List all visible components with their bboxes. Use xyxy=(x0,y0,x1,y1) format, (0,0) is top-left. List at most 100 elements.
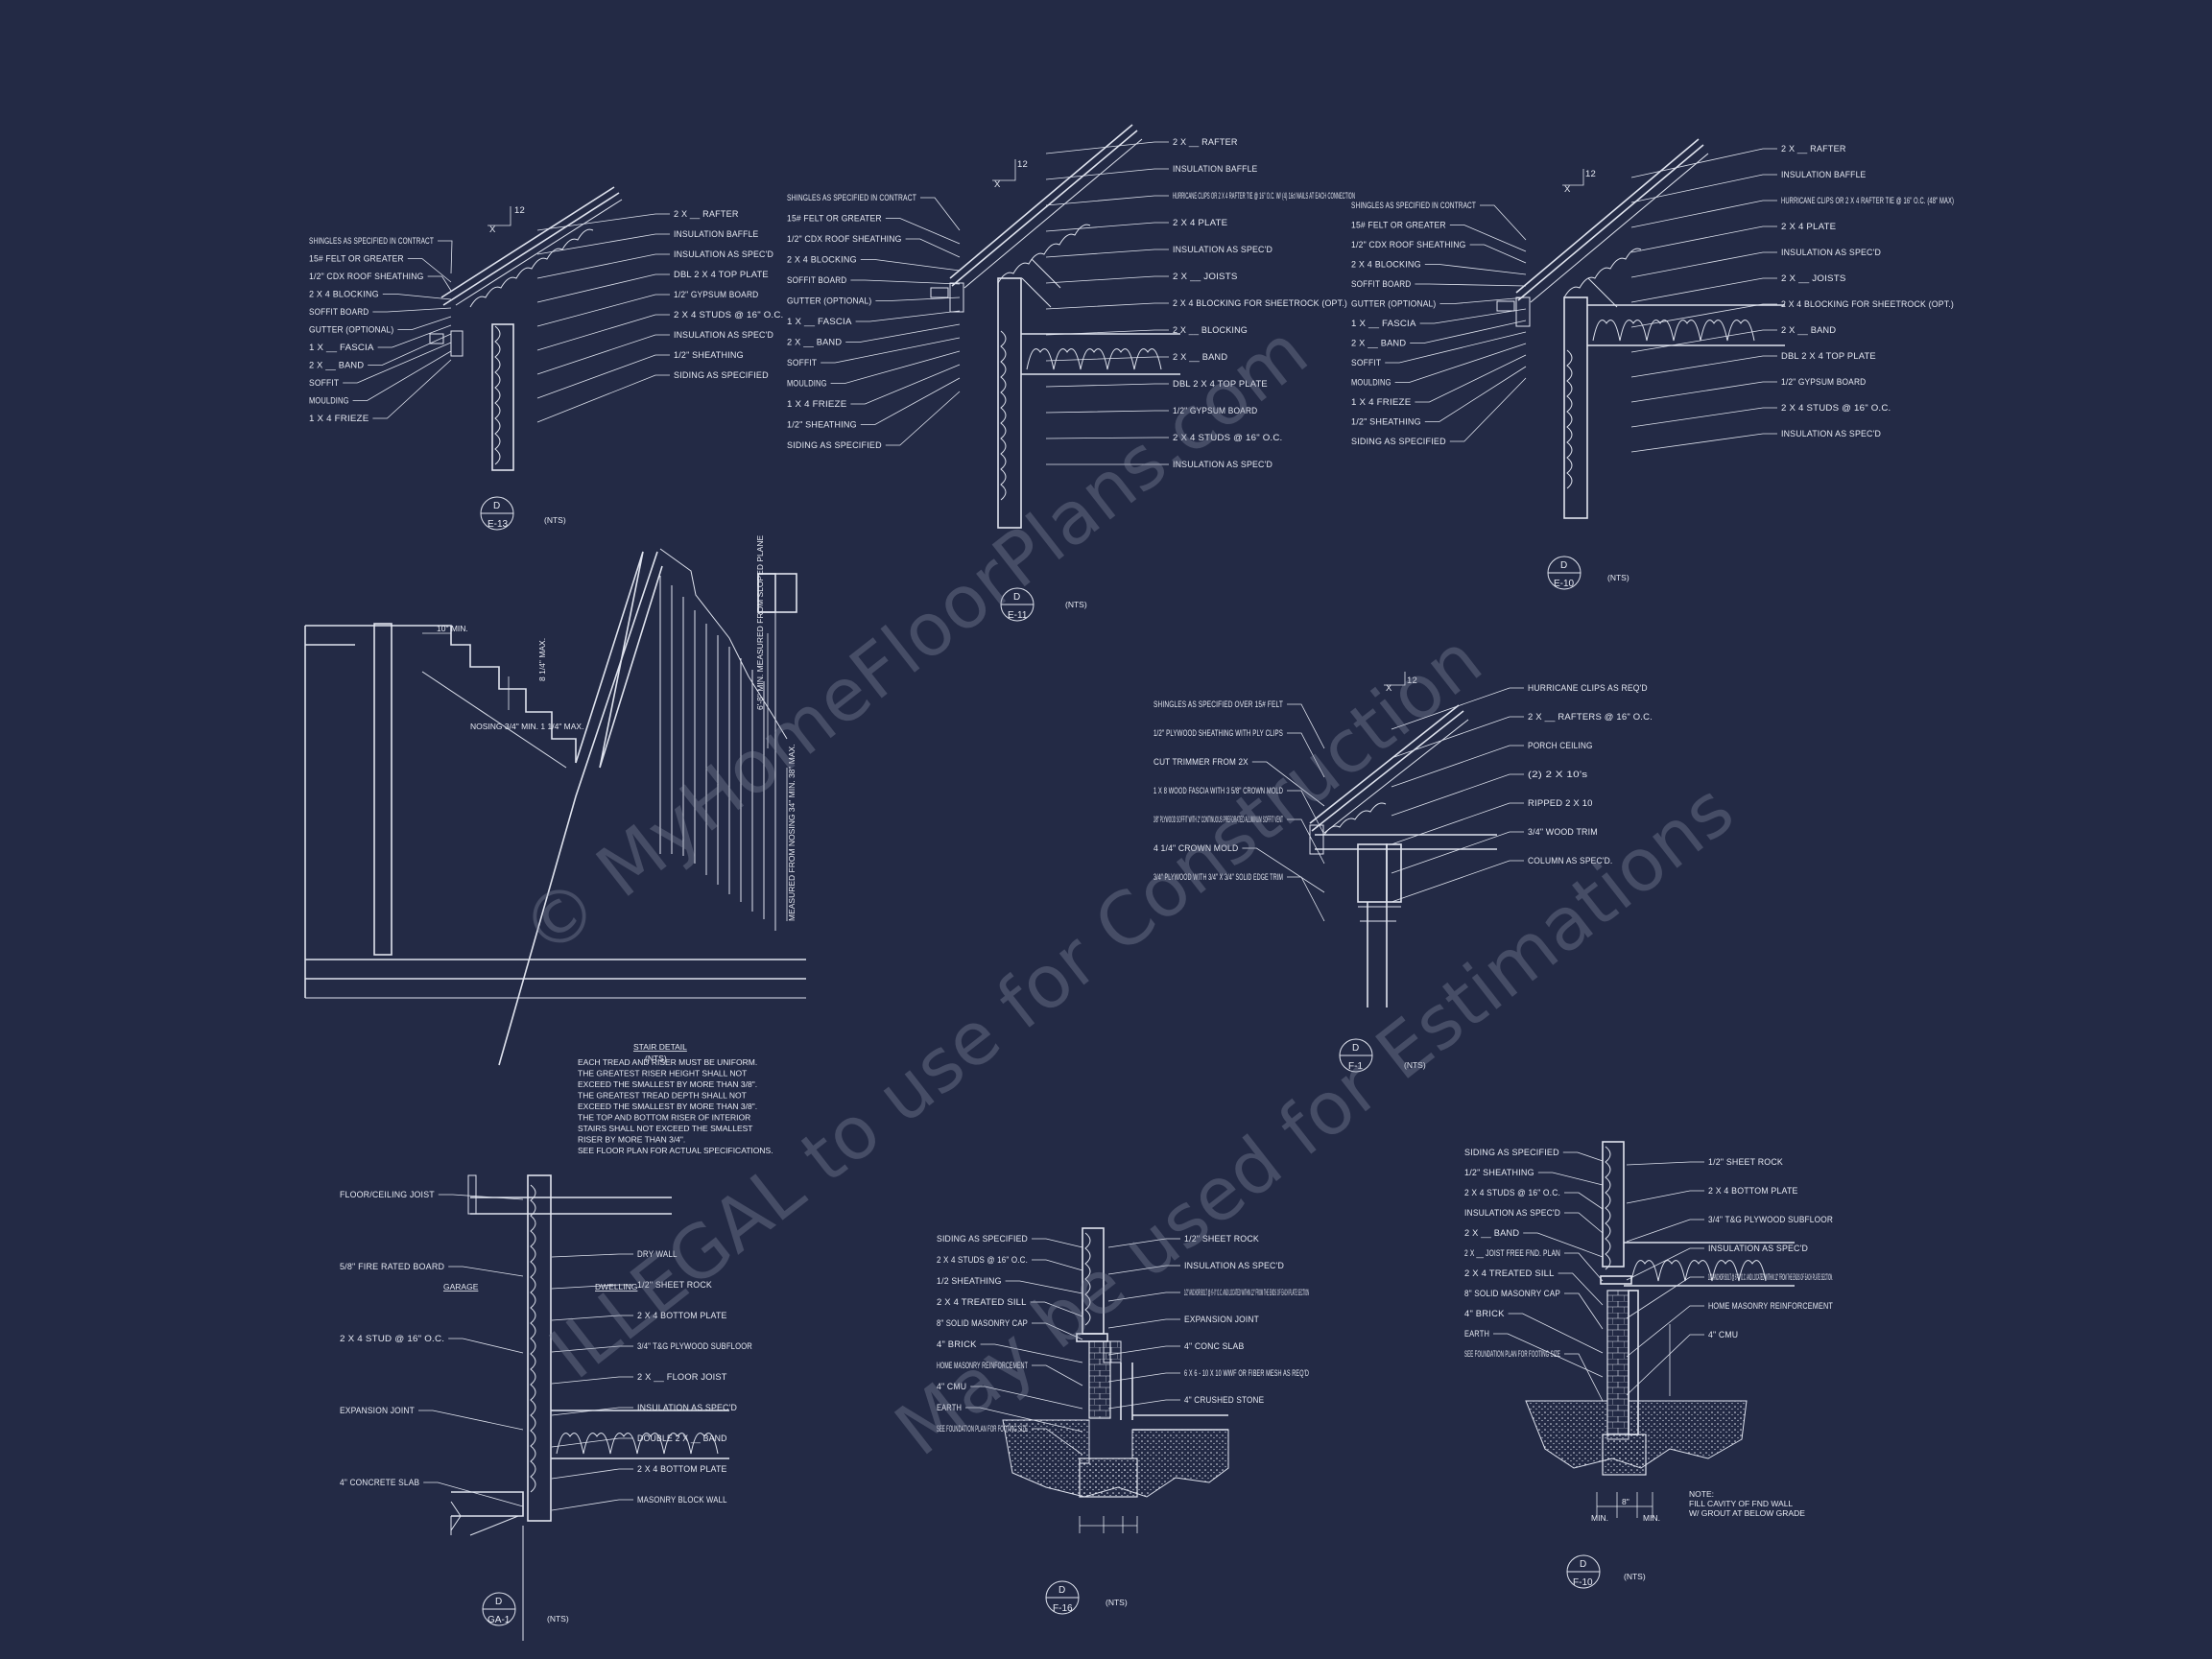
e10-left-label-leader-10 xyxy=(1415,354,1527,403)
f10-left-label-leader-4 xyxy=(1523,1232,1604,1258)
e13-right-label-7: 1/2" SHEATHING xyxy=(674,350,744,361)
detail-stair: 10" MIN. 8 1/4" MAX. NOSING 3/4" MIN. 1 … xyxy=(304,534,806,1155)
e13-left-label-5: GUTTER (OPTIONAL) xyxy=(309,325,393,336)
f16-left-label-leader-6 xyxy=(1032,1364,1083,1386)
e11-left-label-leader-6 xyxy=(855,310,961,322)
f16-right-label-leader-1 xyxy=(1107,1265,1180,1275)
e11-left-label-leader-8 xyxy=(821,337,961,364)
ga1-right-label-7: 2 X 4 BOTTOM PLATE xyxy=(637,1464,727,1475)
f1-left-label-6: 3/4" PLYWOOD WITH 3/4" X 3/4" SOLID EDGE… xyxy=(1154,872,1283,883)
e11-left-label-leader-2 xyxy=(905,238,961,258)
e13-left-label-leader-9 xyxy=(352,350,452,401)
f10-left-label-leader-2 xyxy=(1564,1192,1604,1210)
e11-right-label-leader-9 xyxy=(1045,383,1169,388)
ga1-right-label-6: DOUBLE 2 X __ BAND xyxy=(637,1434,727,1444)
e13-right-label-6: INSULATION AS SPEC'D xyxy=(674,330,773,341)
e13-right-label-1: INSULATION BAFFLE xyxy=(674,229,758,240)
f16-left-label-leader-5 xyxy=(980,1343,1083,1363)
f10-left-label-10: SEE FOUNDATION PLAN FOR FOOTING SIZE xyxy=(1464,1349,1560,1360)
ga1-left-label-0: FLOOR/CEILING JOIST xyxy=(340,1190,435,1200)
f16-left-label-leader-7 xyxy=(970,1386,1083,1410)
ga1-tag-letter: D xyxy=(495,1597,502,1607)
f1-tag-scale: (NTS) xyxy=(1404,1060,1426,1070)
e11-left-label-7: 2 X __ BAND xyxy=(787,338,842,348)
e10-left-label-3: 2 X 4 BLOCKING xyxy=(1351,260,1421,271)
detail-e13: X 12 D E-13 (NTS) xyxy=(429,186,623,531)
svg-text:12: 12 xyxy=(514,205,525,216)
f1-left-label-5: 4 1/4" CROWN MOLD xyxy=(1154,843,1238,854)
stair-dim-riser: 8 1/4" MAX. xyxy=(537,638,547,681)
f1-right-label-leader-0 xyxy=(1391,687,1524,730)
f1-right-label-leader-2 xyxy=(1391,745,1524,788)
f10-right-label-4: 1/2" ANCHOR BOLT @ 6'-0" O.C. AND LOCATE… xyxy=(1708,1272,1833,1283)
e10-right-label-0: 2 X __ RAFTER xyxy=(1781,144,1846,154)
e13-left-label-4: SOFFIT BOARD xyxy=(309,307,369,318)
ga1-right-label-leader-2 xyxy=(551,1315,633,1321)
e11-left-label-leader-7 xyxy=(845,323,961,343)
e11-right-label-12: INSULATION AS SPEC'D xyxy=(1173,460,1272,470)
e11-right-label-6: 2 X 4 BLOCKING FOR SHEETROCK (OPT.) xyxy=(1173,298,1347,309)
e11-left-label-leader-11 xyxy=(860,377,961,425)
ga1-right-label-leader-6 xyxy=(551,1437,633,1448)
e10-right-label-leader-7 xyxy=(1630,329,1777,353)
e10-right-label-6: 2 X 4 BLOCKING FOR SHEETROCK (OPT.) xyxy=(1781,299,1954,310)
f1-right-label-leader-6 xyxy=(1391,860,1524,903)
e10-right-label-11: INSULATION AS SPEC'D xyxy=(1781,429,1881,439)
e10-tag-letter: D xyxy=(1560,560,1567,571)
f1-left-label-4: 3/8" PLYWOOD SOFFIT WITH 2" CONTINUOUS P… xyxy=(1154,815,1283,825)
e11-tag-letter: D xyxy=(1013,592,1020,603)
f10-right-label-leader-3 xyxy=(1626,1247,1704,1281)
e10-left-label-4: SOFFIT BOARD xyxy=(1351,279,1411,290)
e10-left-label-leader-6 xyxy=(1419,308,1527,324)
e10-left-label-0: SHINGLES AS SPECIFIED IN CONTRACT xyxy=(1351,201,1476,211)
e11-left-label-0: SHINGLES AS SPECIFIED IN CONTRACT xyxy=(787,193,916,203)
stair-note-line-0: EACH TREAD AND RISER MUST BE UNIFORM. xyxy=(578,1057,757,1067)
e13-left-label-7: 2 X __ BAND xyxy=(309,361,364,371)
e13-left-label-0: SHINGLES AS SPECIFIED IN CONTRACT xyxy=(309,236,434,247)
e10-right-label-leader-3 xyxy=(1630,225,1777,253)
e13-right-label-leader-1 xyxy=(536,233,670,255)
ga1-right-label-1: 1/2" SHEET ROCK xyxy=(637,1280,712,1291)
ga1-left-label-leader-2 xyxy=(448,1338,524,1354)
f10-note-line-3: W/ GROUT AT BELOW GRADE xyxy=(1689,1508,1805,1518)
f16-right-label-5: 6 X 6 - 10 X 10 WWF OR FIBER MESH AS REQ… xyxy=(1184,1368,1309,1379)
f10-right-label-3: INSULATION AS SPEC'D xyxy=(1708,1244,1808,1254)
f1-tag-letter: D xyxy=(1352,1043,1359,1054)
detail-f10: MIN. 8" MIN. NOTE: FILL CAVITY OF FND WA… xyxy=(1525,1141,1805,1589)
e11-left-label-8: SOFFIT xyxy=(787,358,817,368)
e11-right-label-leader-8 xyxy=(1045,356,1169,362)
e10-left-label-6: 1 X __ FASCIA xyxy=(1351,319,1416,329)
e10-left-label-8: SOFFIT xyxy=(1351,358,1381,368)
e10-left-label-leader-11 xyxy=(1424,366,1527,422)
f10-right-label-leader-4 xyxy=(1626,1276,1704,1319)
e10-left-label-1: 15# FELT OR GREATER xyxy=(1351,221,1446,231)
f1-right-label-leader-4 xyxy=(1391,802,1524,845)
f10-tag-scale: (NTS) xyxy=(1624,1572,1646,1581)
stair-note-line-5: THE TOP AND BOTTOM RISER OF INTERIOR xyxy=(578,1113,750,1123)
f16-right-label-leader-5 xyxy=(1107,1372,1180,1383)
f10-right-label-leader-1 xyxy=(1626,1190,1704,1204)
f10-right-label-1: 2 X 4 BOTTOM PLATE xyxy=(1708,1186,1798,1197)
e13-tag-scale: (NTS) xyxy=(544,515,566,525)
f10-left-label-6: 2 X 4 TREATED SILL xyxy=(1464,1268,1555,1279)
e10-right-label-5: 2 X __ JOISTS xyxy=(1781,273,1846,284)
f16-tag-sheet: F-16 xyxy=(1053,1603,1073,1614)
f1-tag: D F-1 (NTS) xyxy=(1339,1038,1426,1073)
ga1-left-label-1: 5/8" FIRE RATED BOARD xyxy=(340,1262,444,1272)
f16-left-label-6: HOME MASONRY REINFORCEMENT xyxy=(937,1361,1028,1371)
stair-note-line-8: SEE FLOOR PLAN FOR ACTUAL SPECIFICATIONS… xyxy=(578,1146,773,1155)
f10-right-label-leader-6 xyxy=(1626,1334,1704,1396)
e11-left-label-leader-3 xyxy=(860,259,961,272)
e13-rafter-insulation xyxy=(469,228,594,308)
e11-left-label-leader-4 xyxy=(850,279,961,285)
e13-right-label-2: INSULATION AS SPEC'D xyxy=(674,249,773,260)
e13-tag: D E-13 (NTS) xyxy=(480,496,566,531)
e11-left-label-10: 1 X 4 FRIEZE xyxy=(787,399,846,410)
ga1-right-label-3: 3/4" T&G PLYWOOD SUBFLOOR xyxy=(637,1341,752,1352)
stair-balusters xyxy=(659,576,776,927)
ga1-right-label-2: 2 X 4 BOTTOM PLATE xyxy=(637,1311,727,1321)
e10-right-label-leader-10 xyxy=(1630,407,1777,428)
f16-left-label-7: 4" CMU xyxy=(937,1382,966,1392)
f10-left-label-leader-10 xyxy=(1564,1353,1604,1402)
e13-right-label-5: 2 X 4 STUDS @ 16" O.C. xyxy=(674,310,783,320)
